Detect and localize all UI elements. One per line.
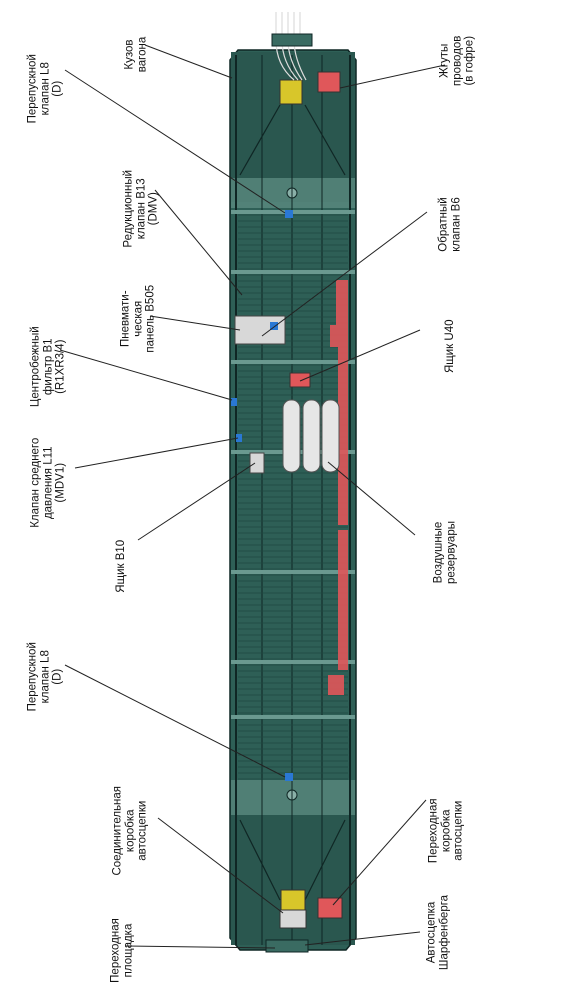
frame-crossbeam	[231, 360, 355, 364]
frame-crossbeam	[231, 660, 355, 664]
frame-crossbeam	[231, 570, 355, 574]
coupler-head-bottom	[265, 939, 309, 953]
frame-crossbeam	[231, 715, 355, 719]
label-air-reservoirs: Воздушные резервуары	[432, 521, 458, 585]
leader-lines	[59, 44, 446, 949]
label-wire-harness: Жгуты проводов (в гофре)	[438, 35, 476, 86]
label-scharfenberg-coupler: Автосцепка Шарфенберга	[425, 894, 451, 971]
longitudinal-rails	[235, 55, 351, 945]
label-medium-pressure-valve: Клапан среднего давления L11 (MDV1)	[29, 437, 67, 528]
label-transition-platform: Переходная площадка	[109, 918, 135, 983]
coupler-top	[279, 79, 303, 105]
wire-harness-box	[317, 71, 341, 93]
label-transition-box: Переходная коробка автосцепки	[427, 798, 465, 864]
label-reducing-valve: Редукционный клапан B13 (DMV)	[122, 169, 160, 248]
label-bypass-valve-top: Перепускной клапан L8 (D)	[26, 54, 64, 124]
right-side-panels	[328, 280, 348, 695]
air-reservoir-cylinders	[282, 399, 340, 473]
coupler-head-top	[271, 33, 313, 47]
blue-valves	[231, 210, 293, 781]
label-junction-box: Соединительная коробка автосцепки	[111, 785, 149, 876]
label-pneumatic-panel: Пневмати- ческая панель B505	[119, 284, 157, 353]
end-braces	[239, 104, 346, 901]
label-box-b10: Ящик B10	[114, 539, 127, 593]
transition-box-part	[317, 897, 343, 919]
label-centrifugal-filter: Центробежный фильтр B1 (R1XR3/4)	[29, 326, 67, 408]
box-u40-part	[289, 372, 311, 388]
junction-box-part	[279, 909, 307, 929]
frame-crossbeam	[231, 270, 355, 274]
label-bypass-valve-bottom: Перепускной клапан L8 (D)	[26, 642, 64, 712]
label-box-u40: Ящик U40	[443, 319, 456, 374]
label-check-valve: Обратный клапан B6	[437, 197, 463, 252]
label-car-body: Кузов вагона	[123, 36, 149, 73]
box-b10-part	[249, 452, 265, 474]
